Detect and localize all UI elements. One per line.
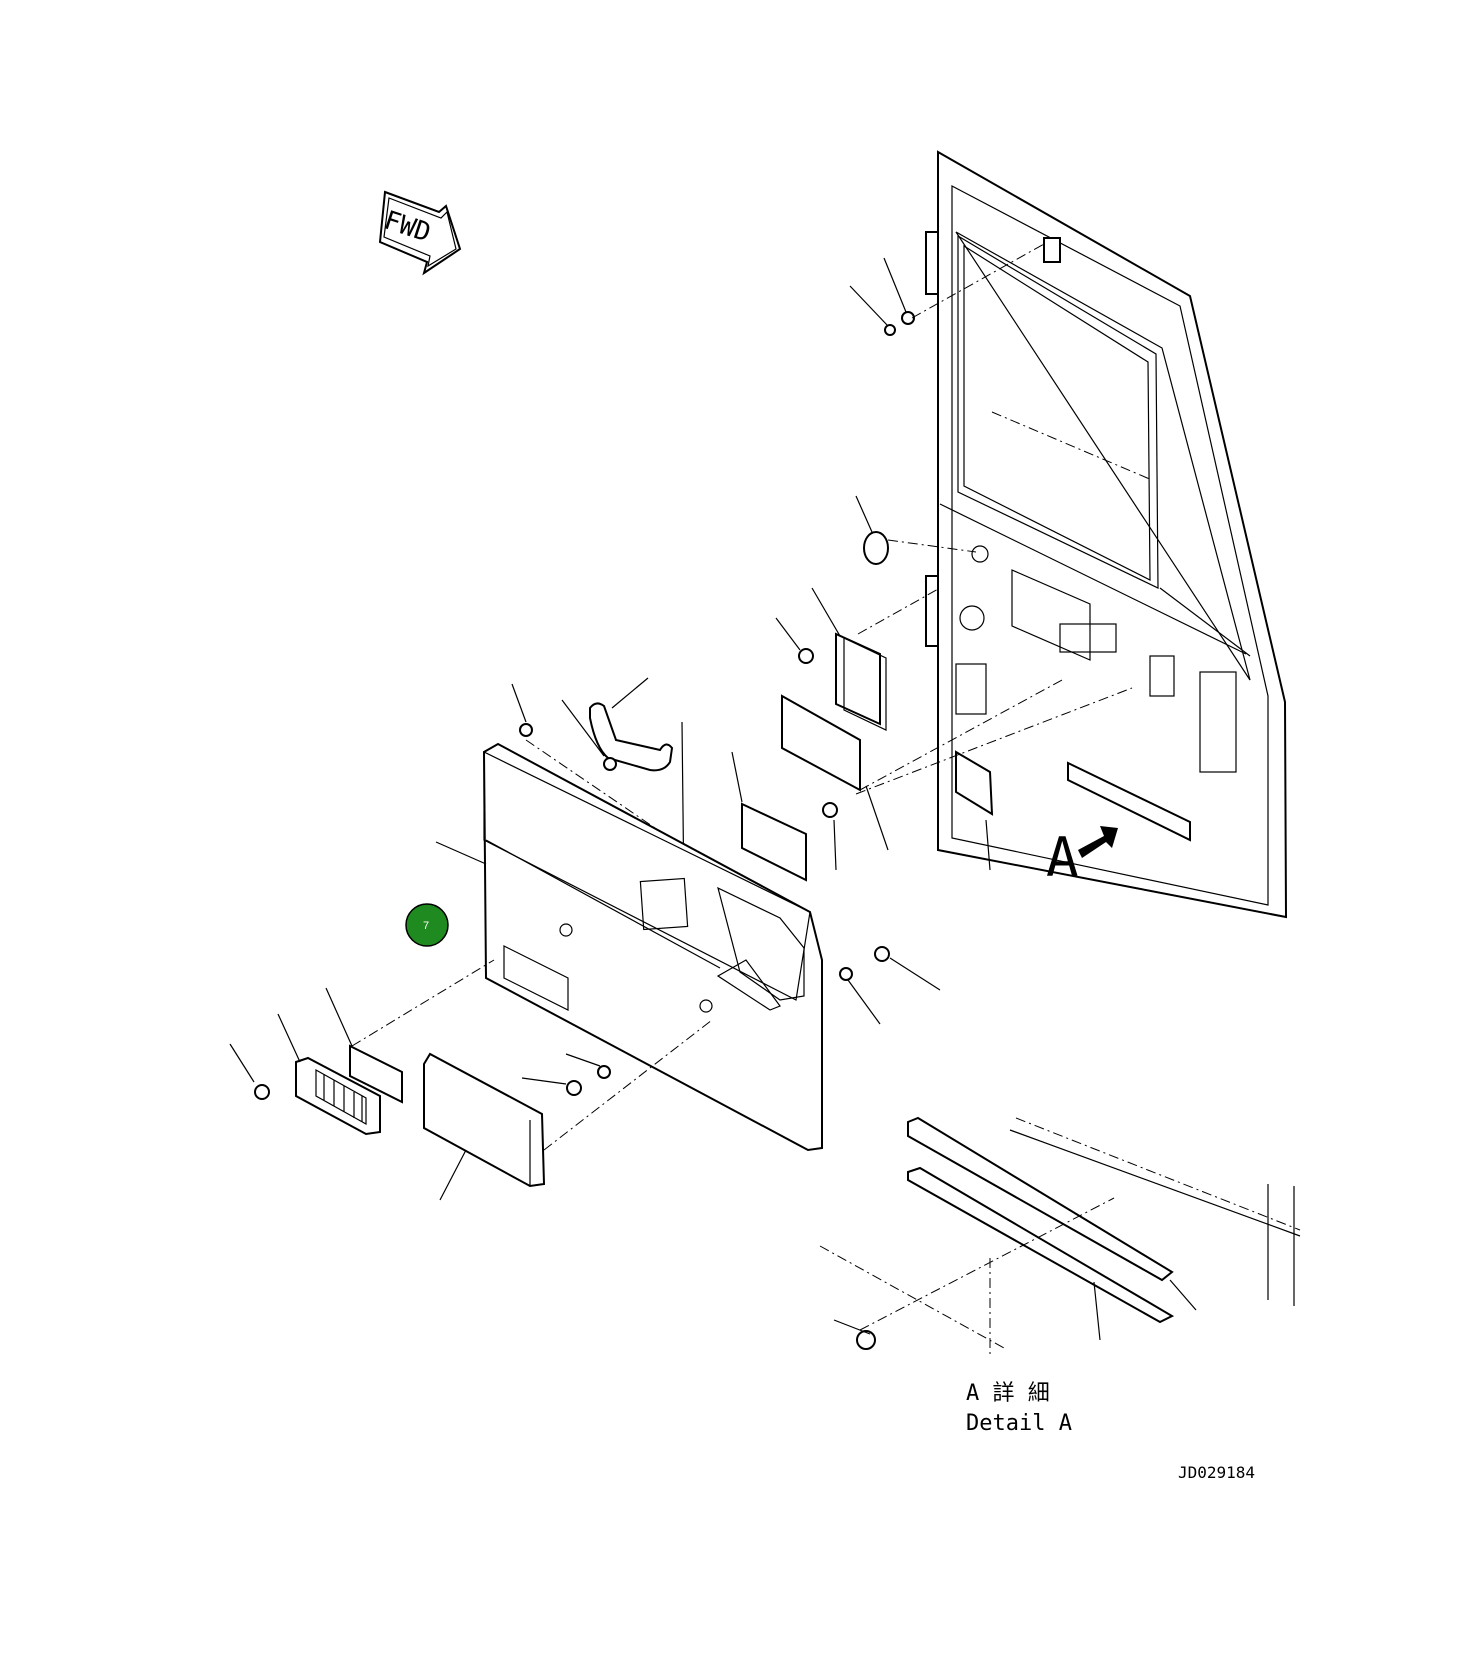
- door-frame: [925, 150, 1288, 919]
- view-arrow-icon: [1078, 826, 1118, 858]
- drawing-number: JD029184: [1178, 1463, 1255, 1482]
- pocket-cover: [423, 1019, 713, 1201]
- fwd-arrow: FWD: [378, 190, 462, 276]
- callout-7-label: 7: [423, 920, 429, 932]
- screws-upper: [775, 617, 838, 871]
- cover-plates: [731, 587, 1133, 882]
- screws-lower: [521, 946, 941, 1096]
- callout-7[interactable]: 7: [405, 903, 449, 947]
- view-letter-a: A: [1046, 826, 1079, 889]
- detail-title-jp: A 詳 細: [966, 1381, 1050, 1406]
- callout-7-circle[interactable]: [405, 903, 449, 947]
- detail-a-parts: [819, 1116, 1301, 1354]
- leader-seal-ring: [855, 495, 873, 533]
- door-trim-panel: [435, 742, 823, 1152]
- vent-grille: [229, 959, 495, 1136]
- view-indicator-a: A: [1046, 826, 1118, 889]
- top-bolts: [849, 243, 1045, 336]
- detail-title-en: Detail A: [966, 1411, 1072, 1436]
- screws-handle: [511, 683, 703, 861]
- seal-ring: [863, 531, 889, 565]
